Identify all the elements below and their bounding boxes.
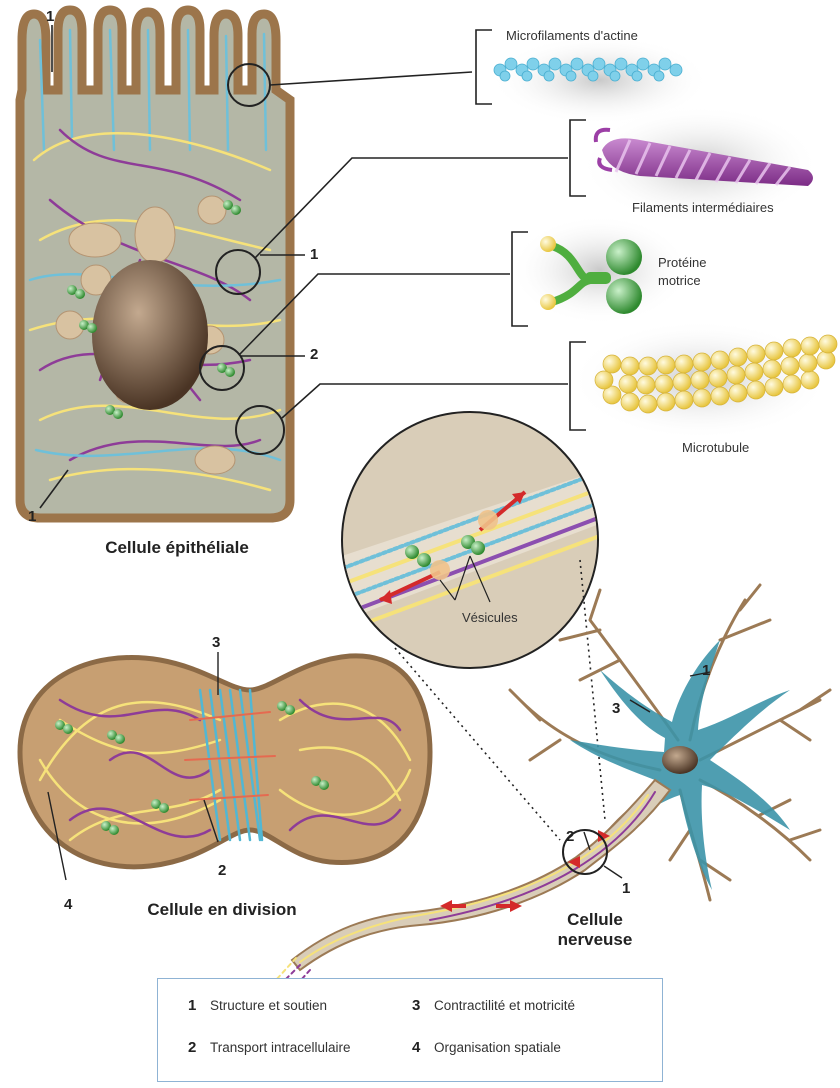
label-actin: Microfilaments d'actine [506, 28, 638, 43]
marker-div-bottom: 2 [218, 862, 226, 879]
bracket-actin [476, 30, 492, 104]
label-microtubule: Microtubule [682, 440, 749, 455]
marker-epi-right: 1 [310, 246, 318, 263]
caption-division: Cellule en division [122, 900, 322, 920]
legend-num: 2 [188, 1039, 210, 1056]
marker-epi-top: 1 [46, 8, 54, 25]
label-intermediate: Filaments intermédiaires [632, 200, 774, 215]
marker-neu-axon-1: 1 [622, 880, 630, 897]
marker-div-top: 3 [212, 634, 220, 651]
connector-intermediate [255, 158, 568, 258]
epithelial-nucleus [92, 260, 208, 410]
marker-neu-left: 3 [612, 700, 620, 717]
filament-panel [476, 30, 837, 440]
caption-neuron-line2: nerveuse [540, 930, 650, 950]
label-motor-line2: motrice [658, 273, 701, 288]
label-vesicles: Vésicules [462, 610, 518, 625]
legend-num: 3 [412, 997, 434, 1014]
legend-num: 4 [412, 1039, 434, 1056]
connector-microtubule [282, 384, 568, 418]
legend-num: 1 [188, 997, 210, 1014]
caption-neuron-line1: Cellule [540, 910, 650, 930]
legend-text: Structure et soutien [210, 998, 327, 1013]
dividing-cell [20, 652, 430, 880]
marker-neu-top: 1 [702, 662, 710, 679]
legend-text: Contractilité et motricité [434, 998, 575, 1013]
label-motor-line1: Protéine [658, 255, 706, 270]
marker-epi-bottom: 1 [28, 508, 36, 525]
legend-text: Transport intracellulaire [210, 1040, 351, 1055]
marker-div-left: 4 [64, 896, 72, 913]
marker-neu-axon-2: 2 [566, 828, 574, 845]
marker-epi-mid: 2 [310, 346, 318, 363]
caption-epithelial: Cellule épithéliale [82, 538, 272, 558]
connector-actin [270, 72, 472, 85]
legend-text: Organisation spatiale [434, 1040, 561, 1055]
